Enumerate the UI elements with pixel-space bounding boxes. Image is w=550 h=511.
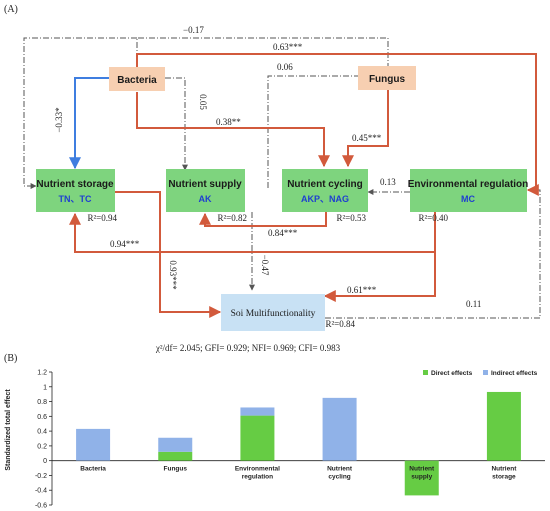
node-soil-multifunctionality-box: [221, 294, 325, 331]
y-tick-label: 1: [43, 384, 47, 391]
path-storage-smf: [115, 191, 222, 318]
bar-indirect: [240, 407, 275, 416]
node-environmental-regulation-sub: MC: [461, 194, 475, 204]
node-soil-multifunctionality-label: Soi Multifunctionality: [231, 308, 316, 319]
x-tick-label: Nutrient: [491, 466, 517, 473]
node-fungus-label: Fungus: [369, 74, 406, 85]
coef-bacteria-fungus-top: −0.17: [183, 25, 204, 35]
node-environmental-regulation-label: Environmental regulation: [408, 179, 529, 190]
node-environmental-regulation: Environmental regulation MC R²=0.40: [408, 169, 529, 223]
x-tick-label: supply: [411, 474, 432, 481]
path-fungus-env: [136, 53, 539, 196]
coef-fungus-cycling: 0.45***: [352, 133, 382, 143]
node-environmental-regulation-r2: R²=0.40: [418, 213, 448, 223]
coef-bacteria-supply: 0.05: [198, 94, 208, 110]
x-tick-label: Fungus: [164, 466, 188, 473]
node-nutrient-supply-box: [166, 169, 245, 212]
coef-storage-smf: 0.93***: [168, 260, 178, 290]
panel-a: (A) Bacteria: [4, 4, 541, 353]
node-nutrient-cycling-box: [282, 169, 368, 212]
legend-swatch-direct: [423, 370, 428, 375]
node-nutrient-supply: Nutrient supply AK R²=0.82: [166, 169, 247, 223]
coef-bacteria-storage: −0.33*: [54, 107, 64, 133]
panel-b-label: (B): [4, 353, 17, 364]
coef-fungus-env: 0.63***: [273, 42, 303, 52]
panel-a-label: (A): [4, 4, 18, 15]
y-tick-label: 0: [43, 458, 47, 465]
bar-indirect: [76, 428, 111, 461]
node-nutrient-storage-sub: TN、TC: [59, 194, 92, 204]
path-bacteria-storage: [69, 77, 110, 170]
node-nutrient-cycling: Nutrient cycling AKP、NAG R²=0.53: [282, 169, 368, 223]
node-nutrient-storage-box: [36, 169, 115, 212]
x-tick-label: Nutrient: [409, 466, 435, 473]
x-tick-label: Environmental: [235, 466, 280, 473]
node-soil-multifunctionality: Soi Multifunctionality R²=0.84: [221, 294, 355, 331]
legend-swatch-indirect: [483, 370, 488, 375]
y-tick-label: 0.4: [37, 429, 47, 436]
node-nutrient-cycling-sub: AKP、NAG: [301, 194, 349, 204]
x-tick-label: regulation: [242, 474, 273, 481]
node-nutrient-cycling-r2: R²=0.53: [336, 213, 366, 223]
path-cycling-supply: [199, 212, 327, 227]
path-fungus-smf: [267, 75, 360, 188]
bar-direct: [158, 451, 193, 461]
x-tick-label: storage: [492, 474, 516, 481]
path-env-smf: [323, 252, 436, 302]
node-environmental-regulation-box: [410, 169, 527, 212]
bar-indirect: [158, 437, 193, 452]
coef-env-storage: 0.94***: [110, 239, 140, 249]
y-tick-label: -0.2: [35, 473, 47, 480]
bar-direct: [404, 460, 439, 496]
panel-b: (B) Standardized total effect -0.6-0.4-0…: [4, 353, 545, 510]
node-fungus-box: [358, 66, 416, 90]
node-nutrient-supply-label: Nutrient supply: [168, 179, 242, 190]
node-nutrient-supply-r2: R²=0.82: [217, 213, 247, 223]
node-nutrient-supply-sub: AK: [199, 194, 212, 204]
chart-ylabel: Standardized total effect: [5, 389, 12, 471]
y-tick-label: -0.4: [35, 488, 47, 495]
node-bacteria-box: [109, 67, 165, 91]
y-tick-label: 1.2: [37, 370, 47, 377]
path-left-frame: [23, 37, 137, 189]
path-bacteria-cycling: [136, 92, 330, 168]
x-tick-label: Nutrient: [327, 466, 353, 473]
bar-indirect: [322, 397, 357, 461]
bar-direct: [486, 391, 521, 461]
node-bacteria-label: Bacteria: [117, 75, 157, 86]
node-nutrient-storage-r2: R²=0.94: [87, 213, 117, 223]
node-nutrient-storage-label: Nutrient storage: [36, 179, 114, 190]
coef-cycling-supply: 0.84***: [268, 228, 298, 238]
path-fungus-cycling: [342, 88, 389, 168]
node-soil-multifunctionality-r2: R²=0.84: [325, 319, 355, 329]
legend-indirect-label: Indirect effects: [491, 370, 538, 377]
node-fungus: Fungus: [358, 66, 416, 90]
x-tick-label: Bacteria: [80, 466, 106, 473]
coef-fungus-smf: 0.06: [277, 62, 293, 72]
y-tick-label: 0.2: [37, 443, 47, 450]
fit-statistics: χ²/df= 2.045; GFI= 0.929; NFI= 0.969; CF…: [155, 343, 341, 353]
legend-direct-label: Direct effects: [431, 370, 473, 377]
coef-bacteria-cycling: 0.38**: [216, 117, 241, 127]
node-nutrient-cycling-label: Nutrient cycling: [287, 179, 363, 190]
x-tick-label: cycling: [328, 474, 350, 481]
y-tick-label: 0.8: [37, 399, 47, 406]
coef-smf-env: 0.11: [466, 299, 481, 309]
coef-env-smf: 0.61***: [347, 285, 377, 295]
coef-env-cycling: 0.13: [380, 177, 396, 187]
chart-legend: Direct effects Indirect effects: [423, 370, 538, 377]
node-nutrient-storage: Nutrient storage TN、TC R²=0.94: [36, 169, 117, 223]
node-bacteria: Bacteria: [109, 67, 165, 91]
y-tick-label: 0.6: [37, 414, 47, 421]
bar-direct: [240, 415, 275, 461]
coef-supply-smf: −0.47: [260, 255, 270, 276]
path-env-storage: [69, 212, 436, 253]
y-tick-label: -0.6: [35, 503, 47, 510]
path-bacteria-supply: [165, 77, 188, 171]
